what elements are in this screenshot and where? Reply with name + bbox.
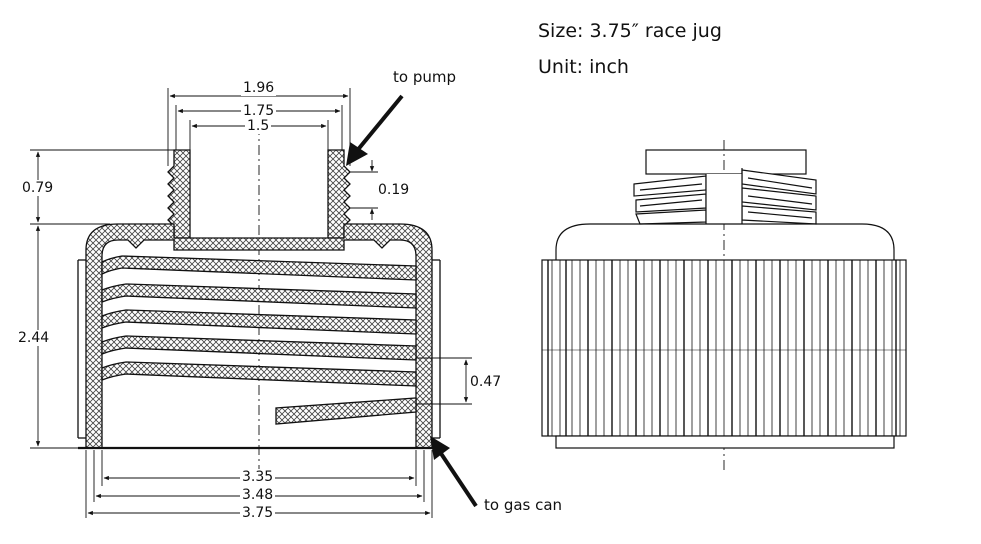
spout-top	[645, 149, 807, 175]
exterior-view	[541, 140, 907, 470]
dim-thread-pitch-top: 0.19	[376, 182, 412, 198]
to-pump-arrowhead	[346, 142, 368, 166]
cap-shell	[85, 223, 433, 449]
cap-dome	[555, 223, 895, 260]
dim-base-outer: 3.75	[240, 505, 276, 521]
dim-body-height: 2.44	[16, 330, 52, 346]
to-pump-label: to pump	[393, 68, 456, 86]
dim-top-inner: 1.5	[245, 118, 272, 134]
callout-arrows	[346, 94, 478, 508]
unit-info: Unit: inch	[538, 56, 629, 78]
to-gas-can-label: to gas can	[484, 496, 563, 514]
dim-neck-height: 0.79	[20, 180, 56, 196]
dimension-lines	[30, 88, 472, 518]
dim-base-mid: 3.48	[240, 487, 276, 503]
size-info: Size: 3.75″ race jug	[538, 20, 722, 42]
dim-top-mid: 1.75	[241, 103, 277, 119]
section-view	[77, 125, 441, 470]
external-threads	[633, 168, 817, 225]
dim-thread-pitch-body: 0.47	[468, 374, 504, 390]
dim-base-inner: 3.35	[240, 469, 276, 485]
internal-threads	[101, 255, 417, 425]
to-gas-can-arrowhead	[430, 436, 450, 460]
cap-base	[555, 435, 895, 449]
dim-top-outer: 1.96	[241, 80, 277, 96]
knurl-ridges	[547, 260, 901, 436]
